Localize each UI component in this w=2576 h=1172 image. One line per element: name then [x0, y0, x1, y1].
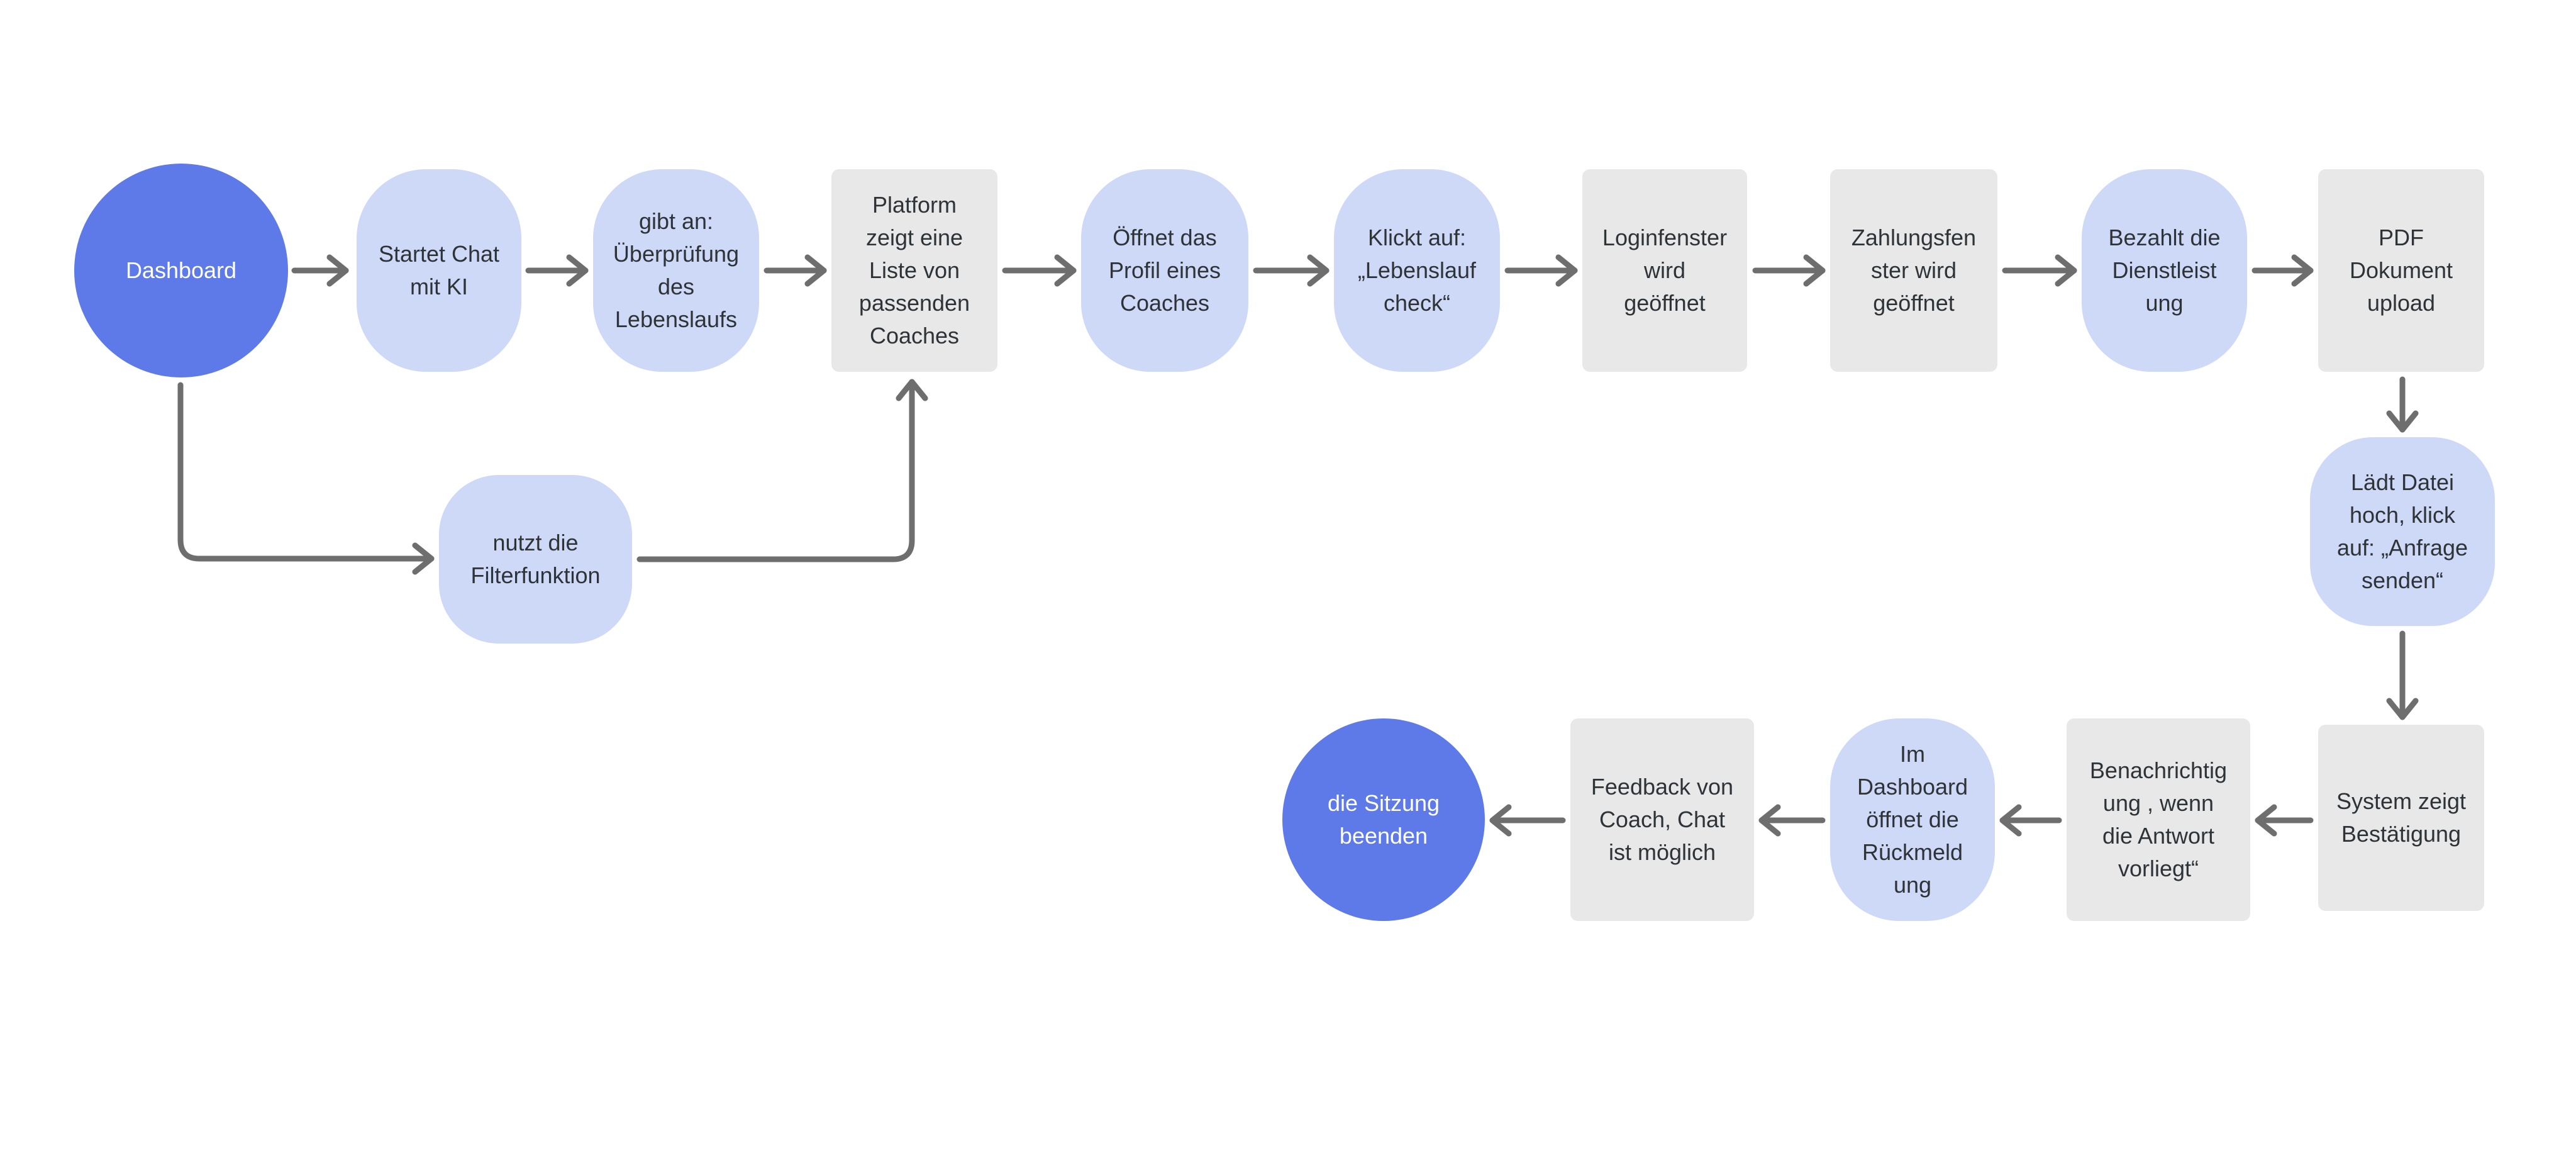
node-platform-liste[interactable]: Platform zeigt eine Liste von passenden …: [831, 169, 997, 372]
node-label: Bezahlt die Dienstleist ung: [2108, 225, 2221, 316]
node-oeffnet-profil[interactable]: Öffnet das Profil eines Coaches: [1081, 169, 1248, 372]
node-label: System zeigt Bestätigung: [2336, 788, 2467, 847]
node-startet-chat[interactable]: Startet Chat mit KI: [357, 169, 521, 372]
node-zahlungsfenster[interactable]: Zahlungsfen ster wird geöffnet: [1830, 169, 1997, 372]
node-label: die Sitzung beenden: [1327, 790, 1440, 849]
node-label: Im Dashboard öffnet die Rückmeld ung: [1857, 741, 1968, 898]
node-label: Platform zeigt eine Liste von passenden …: [858, 192, 970, 349]
node-pdf-upload[interactable]: PDF Dokument upload: [2318, 169, 2484, 372]
node-system-bestaetigung[interactable]: System zeigt Bestätigung: [2318, 725, 2484, 911]
node-label: Lädt Datei hoch, klick auf: „Anfrage sen…: [2336, 469, 2468, 593]
node-label: Dashboard: [125, 257, 237, 283]
node-label: Startet Chat mit KI: [378, 241, 500, 299]
node-label: Zahlungsfen ster wird geöffnet: [1851, 225, 1977, 316]
node-label: nutzt die Filterfunktion: [470, 530, 601, 588]
node-label: Benachrichtig ung , wenn die Antwort vor…: [2089, 757, 2228, 881]
node-feedback-coach[interactable]: Feedback von Coach, Chat ist möglich: [1570, 718, 1754, 921]
node-im-dashboard-rueckmeldung[interactable]: Im Dashboard öffnet die Rückmeld ung: [1830, 718, 1995, 921]
node-bezahlt-dienstleistung[interactable]: Bezahlt die Dienstleist ung: [2082, 169, 2247, 372]
node-laedt-datei[interactable]: Lädt Datei hoch, klick auf: „Anfrage sen…: [2310, 437, 2495, 626]
node-label: PDF Dokument upload: [2349, 225, 2453, 316]
connector-filterfunktion-to-platform-liste[interactable]: [636, 379, 928, 562]
connector-dashboard-to-filterfunktion[interactable]: [177, 382, 435, 575]
node-label: Feedback von Coach, Chat ist möglich: [1591, 774, 1734, 865]
node-gibt-an[interactable]: gibt an: Überprüfung des Lebenslaufs: [593, 169, 759, 372]
node-loginfenster[interactable]: Loginfenster wird geöffnet: [1582, 169, 1747, 372]
node-label: gibt an: Überprüfung des Lebenslaufs: [613, 208, 740, 332]
node-dashboard[interactable]: Dashboard: [74, 164, 288, 377]
node-filterfunktion[interactable]: nutzt die Filterfunktion: [439, 475, 632, 644]
node-benachrichtigung[interactable]: Benachrichtig ung , wenn die Antwort vor…: [2067, 718, 2250, 921]
node-label: Loginfenster wird geöffnet: [1602, 225, 1728, 316]
node-label: Klickt auf: „Lebenslauf check“: [1357, 225, 1477, 316]
node-sitzung-beenden[interactable]: die Sitzung beenden: [1282, 718, 1485, 921]
node-label: Öffnet das Profil eines Coaches: [1108, 225, 1221, 316]
node-klickt-lebenslauf-check[interactable]: Klickt auf: „Lebenslauf check“: [1334, 169, 1500, 372]
